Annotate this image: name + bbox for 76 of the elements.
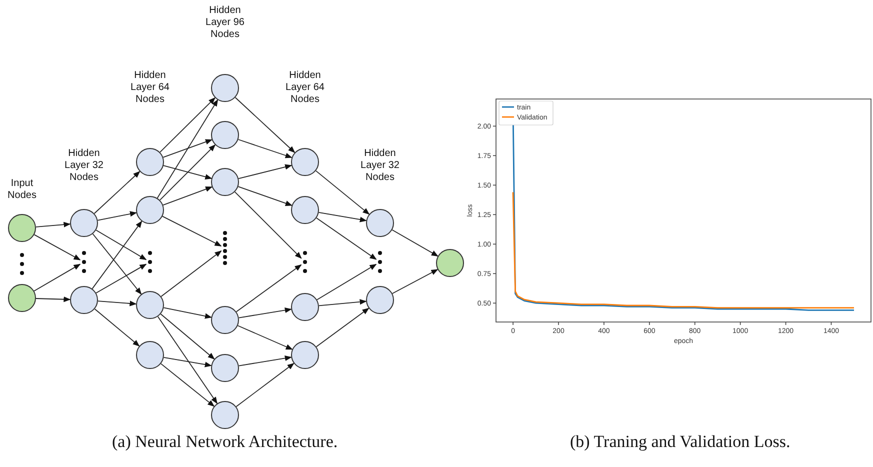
layer-label: Hidden Layer 96 Nodes — [204, 5, 246, 41]
layer-label: Hidden Layer 64 Nodes — [284, 70, 326, 106]
ellipsis-dots — [377, 251, 383, 273]
neuron-circle — [291, 341, 319, 369]
arrow — [238, 139, 292, 158]
neuron-circle — [366, 209, 394, 237]
ellipsis-dots — [222, 231, 228, 265]
arrow — [316, 308, 370, 348]
arrow — [163, 356, 212, 368]
arrow — [94, 171, 140, 214]
arrow — [163, 307, 212, 319]
neuron-circle — [70, 209, 98, 237]
neuron-circle — [8, 284, 36, 312]
arrow — [162, 216, 222, 246]
arrow — [36, 222, 71, 228]
arrow — [156, 99, 218, 199]
arrow — [92, 220, 142, 290]
arrow — [159, 144, 216, 201]
arrow — [392, 269, 438, 294]
neuron-circle — [211, 401, 239, 429]
arrow — [157, 316, 218, 404]
ellipsis-dots — [147, 251, 153, 273]
arrow — [234, 191, 302, 259]
arrow — [318, 212, 367, 222]
neuron-circle — [211, 306, 239, 334]
neuron-circle — [291, 293, 319, 321]
arrow — [238, 186, 292, 206]
arrow — [237, 325, 293, 350]
ellipsis-dots — [81, 251, 87, 273]
ellipsis-dots — [302, 251, 308, 273]
layer-label: Hidden Layer 64 Nodes — [130, 70, 170, 106]
neuron-circle — [436, 249, 464, 277]
neuron-circle — [211, 168, 239, 196]
arrow — [236, 264, 302, 312]
arrow — [392, 229, 438, 257]
neuron-circle — [136, 291, 164, 319]
neuron-circle — [136, 341, 164, 369]
arrow — [238, 307, 292, 318]
arrow — [36, 296, 71, 302]
arrow — [160, 363, 215, 407]
layer-label: Input Nodes — [6, 178, 38, 202]
arrow — [236, 362, 294, 408]
neuron-circle — [211, 74, 239, 102]
arrow — [163, 165, 212, 180]
arrow — [162, 186, 213, 206]
arrow — [162, 139, 212, 158]
neuron-circle — [291, 148, 319, 176]
arrow — [234, 97, 296, 153]
neuron-circle — [366, 286, 394, 314]
arrow — [238, 355, 292, 366]
neuron-circle — [8, 214, 36, 242]
arrow — [238, 164, 292, 180]
neuron-circle — [136, 196, 164, 224]
neuron-circle — [211, 354, 239, 382]
arrow — [92, 233, 142, 295]
figure-caption: (a) Neural Network Architecture. — [112, 432, 338, 452]
arrow — [34, 234, 81, 260]
arrow — [160, 97, 216, 153]
figure-caption: (b) Traning and Validation Loss. — [570, 432, 790, 452]
layer-label: Hidden Layer 32 Nodes — [64, 148, 104, 184]
neuron-circle — [211, 121, 239, 149]
neuron-circle — [136, 148, 164, 176]
arrow — [160, 314, 215, 360]
arrow — [318, 299, 367, 306]
arrow — [316, 218, 377, 260]
arrow — [98, 300, 137, 306]
arrow — [96, 264, 147, 294]
arrow — [96, 230, 147, 260]
layer-label: Hidden Layer 32 Nodes — [360, 148, 400, 184]
arrow — [97, 211, 137, 221]
neuron-circle — [70, 286, 98, 314]
neuron-circle — [291, 196, 319, 224]
arrow — [34, 264, 81, 292]
arrow — [315, 170, 370, 215]
arrow — [94, 308, 140, 346]
arrow — [160, 250, 222, 297]
